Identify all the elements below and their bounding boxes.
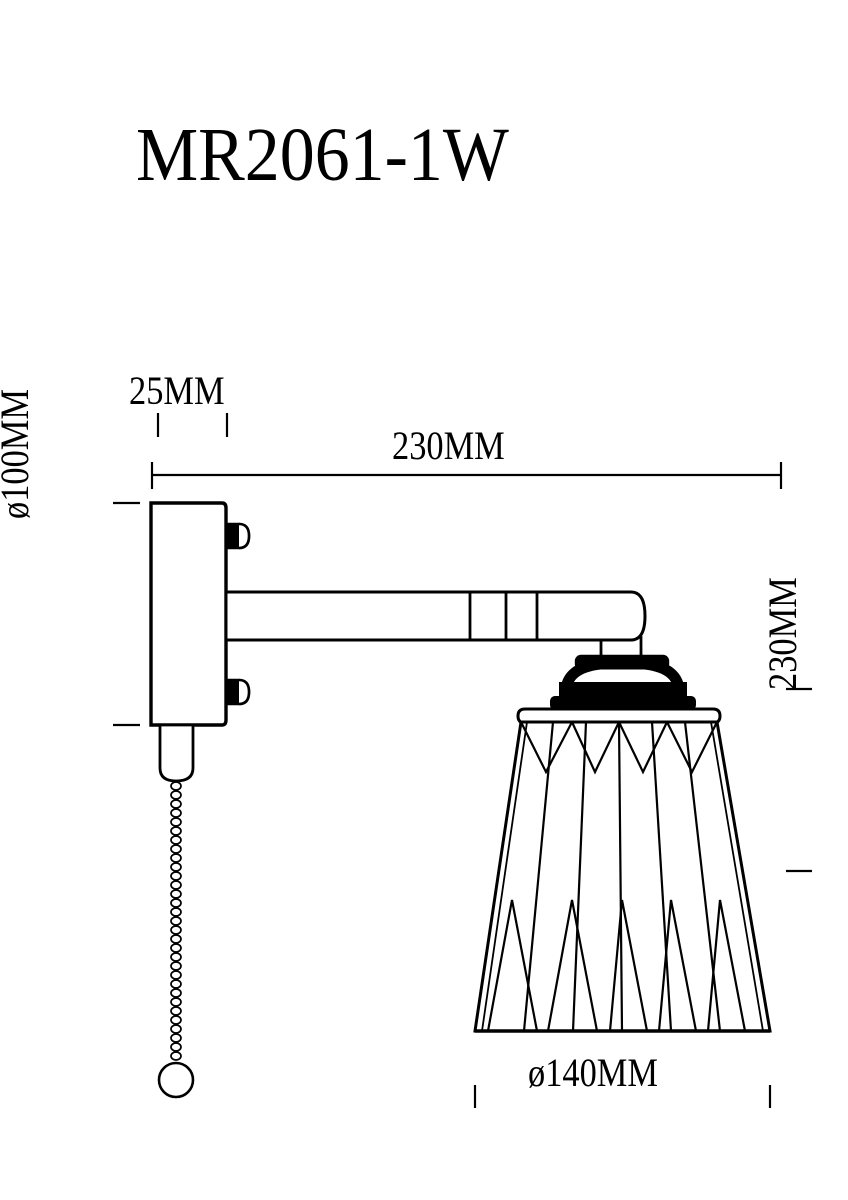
chain-end-ball xyxy=(157,1061,195,1099)
dim-25mm-ticks xyxy=(156,413,229,437)
shade-pleat-upper-chevrons xyxy=(520,721,718,775)
dimension-label-shade-diameter: ø140MM xyxy=(528,1050,658,1095)
dimension-label-backplate-diameter: ø100MM xyxy=(0,389,37,519)
dim-100mm-ticks xyxy=(113,501,140,727)
shade-pleat-edge-lines xyxy=(481,721,764,1032)
socket-cap-dome xyxy=(550,654,696,711)
dimension-annotations xyxy=(113,413,812,1108)
page-title: MR2061-1W xyxy=(136,113,509,197)
decorative-knob-upper xyxy=(224,522,251,550)
shade-pleat-verticals xyxy=(522,721,722,1032)
dim-140mm-ticks xyxy=(473,1085,772,1108)
dim-230mm-horizontal xyxy=(150,462,783,489)
dimension-label-projection: 230MM xyxy=(392,423,505,468)
pleated-lamp-shade xyxy=(473,707,772,1033)
wall-mount-backplate xyxy=(149,501,228,727)
pull-switch-housing xyxy=(158,723,195,783)
dimension-label-backplate-depth: 25MM xyxy=(129,368,225,413)
decorative-knob-lower xyxy=(224,678,251,706)
chain-beads xyxy=(170,781,182,1061)
shade-pleat-lower-chevrons xyxy=(486,899,747,1032)
horizontal-arm xyxy=(224,590,647,642)
dimension-label-drop-height: 230MM xyxy=(760,577,805,690)
dim-230mm-vertical-ticks xyxy=(786,687,812,873)
beaded-pull-chain xyxy=(170,781,182,1061)
arm-collar-segments xyxy=(468,592,539,640)
